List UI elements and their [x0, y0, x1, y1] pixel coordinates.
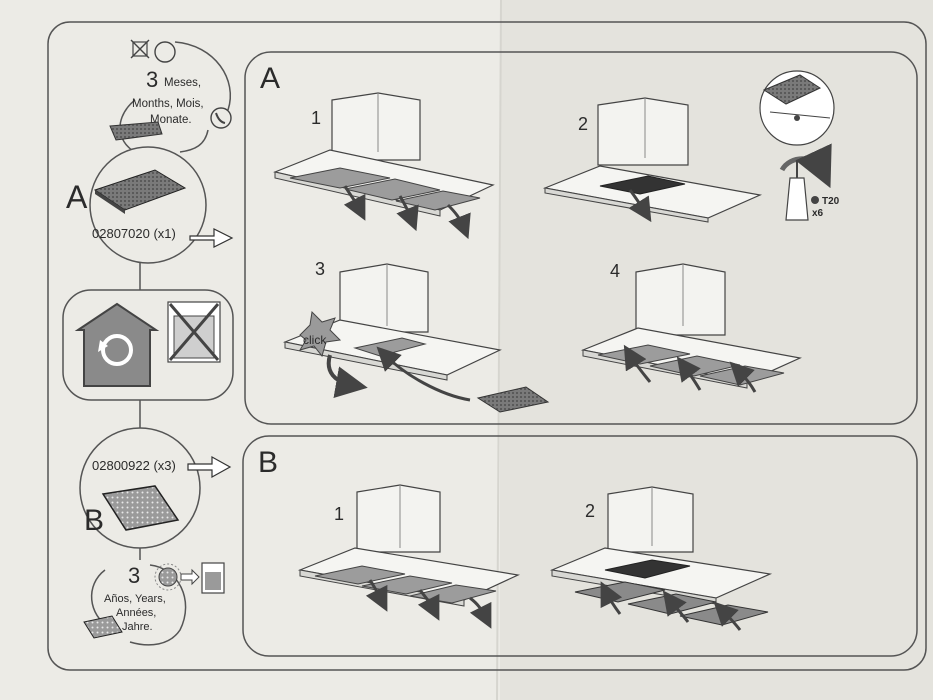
left-column: 3 Meses, Months, Mois, Monate. A 0280702… [62, 39, 234, 646]
torx-icon [811, 196, 819, 204]
interval-label-b-3: Jahre. [122, 621, 153, 633]
filter-a-part-number: 02807020 (x1) [92, 226, 176, 241]
grease-filter-small-icon [109, 121, 163, 141]
panel-b-step-2: 2 [549, 486, 773, 631]
up-arrow [662, 590, 690, 623]
panel-a-step-3: 3 click [282, 259, 550, 413]
panel-b-step-1: 1 [297, 484, 521, 629]
up-arrow [600, 581, 623, 615]
click-label: click [303, 333, 327, 347]
step-number: 1 [311, 108, 321, 128]
interval-label-a-2: Months, Mois, [132, 98, 204, 110]
filter-a-block: A 02807020 (x1) [66, 146, 234, 264]
panel-a-step-1: 1 [272, 92, 495, 240]
down-arrow [365, 579, 388, 612]
hood-diagram [542, 97, 763, 223]
down-arrow [417, 589, 440, 621]
carbon-filter-small-icon [83, 615, 123, 639]
arrow-to-panel-b [187, 455, 232, 479]
panel-a-step-2: 2 T20 x6 [542, 70, 840, 223]
up-arrow [729, 361, 757, 393]
interval-number-a: 3 [146, 67, 158, 92]
interval-label-a-1: Meses, [164, 77, 201, 89]
step-number: 3 [315, 259, 325, 279]
filter-a-letter: A [66, 179, 88, 215]
rotate-arrow-icon [779, 143, 832, 189]
filter-b-block: 02800922 (x3) B [79, 427, 232, 549]
interval-label-b-1: Años, Years, [104, 593, 166, 605]
dishwasher-icon [201, 562, 225, 594]
step-number: 4 [610, 261, 620, 281]
rotate-arrow [326, 354, 368, 398]
down-arrow [446, 203, 471, 240]
down-arrow [396, 195, 419, 232]
filter-a-panel-icon [476, 386, 550, 413]
step-number: 1 [334, 504, 344, 524]
interval-label-a-3: Monate. [150, 114, 192, 126]
replace-interval-b: 3 Años, Years, Années, Jahre. [83, 548, 225, 646]
center-icons [62, 262, 234, 435]
step-number: 2 [578, 114, 588, 134]
home-refresh-icon [74, 302, 160, 387]
hood-diagram [272, 92, 495, 217]
down-arrow [469, 596, 492, 629]
interval-label-b-2: Années, [116, 607, 156, 619]
up-arrow [676, 356, 702, 391]
recycle-icon [154, 41, 176, 63]
phone-icon [210, 107, 232, 129]
click-burst-icon: click [298, 310, 342, 358]
up-arrow [713, 601, 742, 631]
panel-a-letter: A [260, 62, 280, 95]
down-arrow [628, 189, 652, 223]
insert-arrow [376, 346, 471, 402]
up-arrow [623, 344, 652, 383]
arrow-to-panel-a [189, 228, 234, 248]
step-number: 2 [585, 501, 595, 521]
carbon-filter-b-icon [101, 485, 180, 531]
interval-number-b: 3 [128, 563, 140, 588]
screw-count: x6 [812, 208, 824, 219]
no-dishwasher-crossed-icon [167, 301, 221, 363]
panel-b: B 1 2 [242, 435, 918, 657]
screwdriver-icon [785, 160, 809, 221]
screw-detail-icon [759, 70, 835, 146]
down-arrow [343, 185, 366, 221]
no-dishwasher-icon [130, 39, 150, 59]
filter-b-letter: B [84, 504, 104, 537]
panel-b-letter: B [258, 446, 278, 479]
arrow-to-dishwasher [180, 568, 200, 586]
replace-interval-a: 3 Meses, Months, Mois, Monate. [109, 39, 232, 161]
screw-type: T20 [822, 196, 840, 207]
panel-a: A 1 2 [244, 51, 918, 425]
panel-a-step-4: 4 [580, 261, 802, 393]
filter-b-part-number: 02800922 (x3) [92, 458, 176, 473]
grease-filter-a-icon [93, 169, 187, 211]
